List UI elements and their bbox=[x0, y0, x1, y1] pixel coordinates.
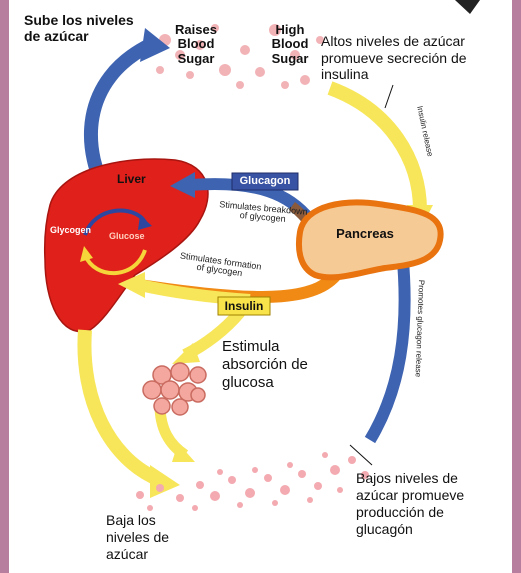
label-estimula: Estimula absorción de glucosa bbox=[222, 338, 308, 392]
label-sube: Sube los niveles de azúcar bbox=[24, 12, 134, 44]
label-baja: Baja los niveles de azúcar bbox=[106, 512, 169, 563]
label-insulin: Insulin bbox=[218, 299, 270, 313]
label-liver: Liver bbox=[117, 173, 146, 187]
label-altos: Altos niveles de azúcar promueve secreci… bbox=[321, 33, 517, 83]
label-glucagon: Glucagon bbox=[232, 175, 298, 187]
label-pancreas: Pancreas bbox=[320, 226, 410, 241]
label-raises: Raises Blood Sugar bbox=[168, 23, 224, 66]
label-bajos: Bajos niveles de azúcar promueve producc… bbox=[356, 470, 464, 538]
label-glycogen: Glycogen bbox=[50, 225, 91, 235]
label-glucose: Glucose bbox=[109, 231, 145, 241]
label-high: High Blood Sugar bbox=[262, 23, 318, 66]
